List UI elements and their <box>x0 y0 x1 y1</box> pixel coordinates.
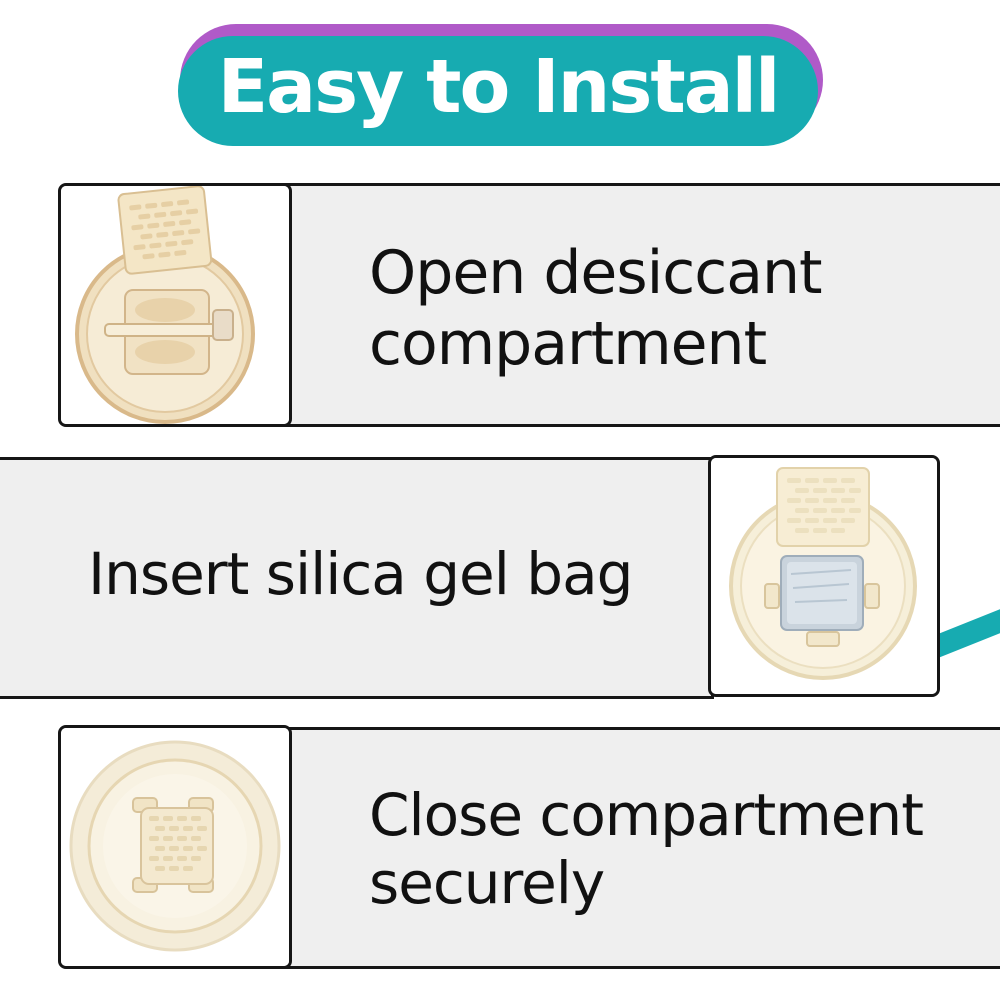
open-compartment-photo <box>61 186 289 424</box>
inserted-silica-bag-photo <box>711 458 937 694</box>
step-1-photo <box>58 183 292 427</box>
step-1-band: Open desiccant compartment <box>262 183 1000 427</box>
title-banner-pill: Easy to Install <box>178 36 818 146</box>
teal-accent-shape <box>938 609 1000 658</box>
teal-accent-strip <box>938 604 1000 658</box>
closed-compartment-photo <box>61 728 289 966</box>
step-3-band: Close compartment securely <box>262 727 1000 969</box>
step-2-text: Insert silica gel bag <box>88 539 633 608</box>
step-3-photo <box>58 725 292 969</box>
step-1-text: Open desiccant compartment <box>369 238 823 380</box>
step-2-band: Insert silica gel bag <box>0 457 714 699</box>
step-1-line-1: Open desiccant <box>369 238 823 309</box>
step-1-line-2: compartment <box>369 309 767 379</box>
step-3-text: Close compartment securely <box>369 780 924 918</box>
step-2-line-1: Insert silica gel bag <box>88 539 633 608</box>
step-3-line-1: Close compartment <box>369 780 924 849</box>
step-3-line-2: securely <box>369 849 605 917</box>
page-title: Easy to Install <box>217 44 781 130</box>
step-2-photo <box>708 455 940 697</box>
title-banner: Easy to Install <box>178 24 823 148</box>
